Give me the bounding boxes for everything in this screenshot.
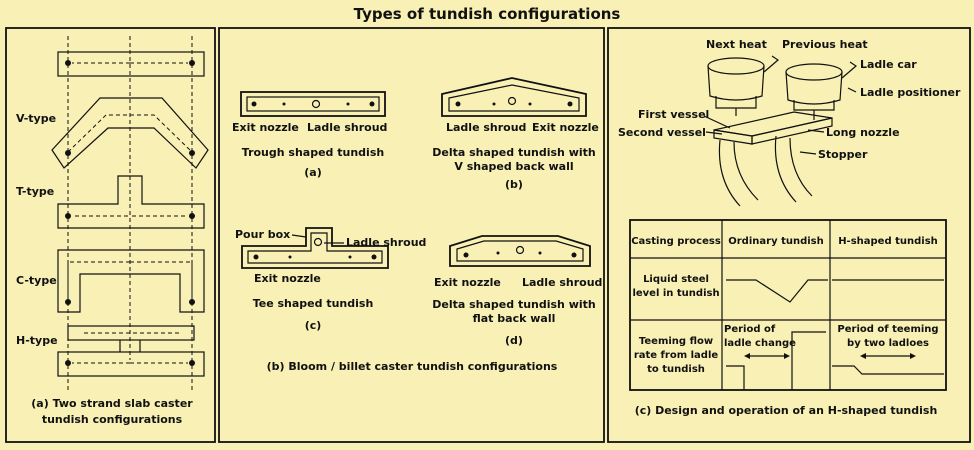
tee-name: Tee shaped tundish (253, 297, 374, 310)
table-header-ordinary: Ordinary tundish (728, 236, 824, 247)
trough-exit-label: Exit nozzle (232, 121, 299, 134)
period-teeming-line1: Period of teeming (837, 324, 938, 335)
delta-v-name1: Delta shaped tundish with (432, 146, 596, 159)
ladle-previous-heat (785, 61, 857, 120)
delta-v-name2: V shaped back wall (454, 160, 573, 173)
label-previous-heat: Previous heat (782, 38, 868, 51)
label-v-type: V-type (16, 112, 56, 125)
delta-v-letter: (b) (505, 178, 523, 191)
delta-flat-name1: Delta shaped tundish with (432, 298, 596, 311)
label-ladle-positioner: Ladle positioner (860, 86, 961, 99)
panel-c: Next heat Previous heat Ladle car Ladle … (618, 38, 961, 417)
panel-a: V-type T-type C-type H-type (a) Two stra… (16, 36, 209, 426)
panel-c-caption: (c) Design and operation of an H-shaped … (635, 404, 938, 417)
page-title: Types of tundish configurations (354, 5, 621, 23)
label-first-vessel: First vessel (638, 108, 709, 121)
label-second-vessel: Second vessel (618, 126, 706, 139)
label-t-type: T-type (16, 185, 54, 198)
delta-flat-exit-label: Exit nozzle (434, 276, 501, 289)
operation-table: Casting process Ordinary tundish H-shape… (629, 219, 947, 391)
label-h-type: H-type (16, 334, 58, 347)
label-c-type: C-type (16, 274, 57, 287)
row2-label-line3: to tundish (647, 364, 705, 375)
row2-label-line1: Teeming flow (639, 336, 713, 347)
panel-a-caption-line2: tundish configurations (42, 413, 183, 426)
period-change-line1: Period of (724, 324, 776, 335)
table-header-h-shaped: H-shaped tundish (838, 236, 938, 247)
label-ladle-car: Ladle car (860, 58, 917, 71)
row1-label-line1: Liquid steel (643, 274, 709, 285)
delta-v-exit-label: Exit nozzle (532, 121, 599, 134)
label-long-nozzle: Long nozzle (826, 126, 900, 139)
trough-letter: (a) (304, 166, 321, 179)
label-stopper: Stopper (818, 148, 868, 161)
delta-flat-letter: (d) (505, 334, 523, 347)
tee-exit-label: Exit nozzle (254, 272, 321, 285)
tee-pour-label: Pour box (235, 228, 290, 241)
trough-name: Trough shaped tundish (242, 146, 384, 159)
tee-shroud-label: Ladle shroud (346, 236, 426, 249)
panel-frames (5, 27, 971, 443)
table-header-process: Casting process (631, 236, 721, 247)
row2-label-line2: rate from ladle (634, 350, 719, 361)
panel-b: Exit nozzle Ladle shroud Trough shaped t… (232, 77, 602, 373)
tee-letter: (c) (305, 319, 322, 332)
panel-b-caption: (b) Bloom / billet caster tundish config… (267, 360, 558, 373)
panel-a-caption-line1: (a) Two strand slab caster (31, 397, 193, 410)
label-next-heat: Next heat (706, 38, 767, 51)
period-change-line2: ladle change (724, 338, 796, 349)
ladle-next-heat (707, 55, 779, 116)
delta-flat-shroud-label: Ladle shroud (522, 276, 602, 289)
delta-flat-name2: flat back wall (473, 312, 556, 325)
period-teeming-line2: by two ladloes (847, 338, 929, 349)
trough-shroud-label: Ladle shroud (307, 121, 387, 134)
row1-label-line2: level in tundish (632, 288, 719, 299)
delta-v-shroud-label: Ladle shroud (446, 121, 526, 134)
